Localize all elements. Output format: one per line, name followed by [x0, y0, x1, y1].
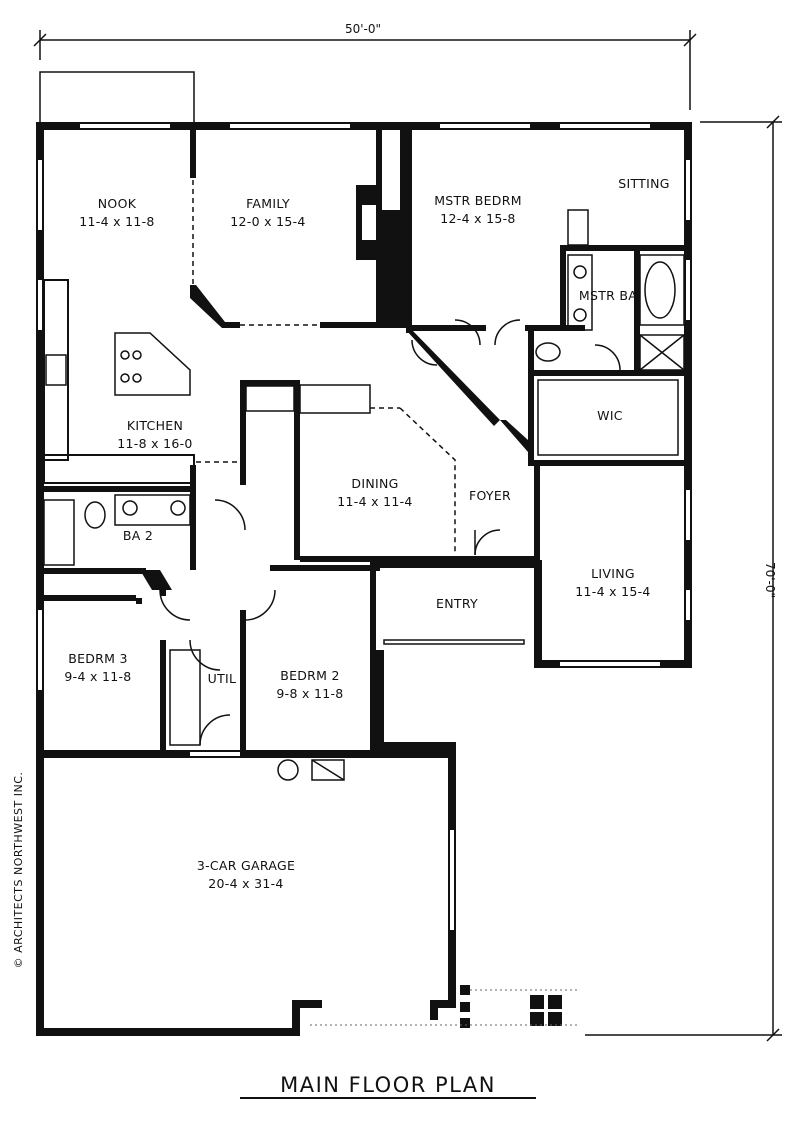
- nook-size: 11-4 x 11-8: [79, 214, 154, 229]
- bath2-name: BA 2: [123, 528, 153, 543]
- plan-title: MAIN FLOOR PLAN: [280, 1073, 496, 1097]
- dining-name: DINING: [351, 476, 398, 491]
- fixtures: [43, 209, 685, 781]
- width-dimension: 50'-0": [33, 22, 697, 110]
- util-name: UTIL: [208, 671, 237, 686]
- family-size: 12-0 x 15-4: [230, 214, 305, 229]
- room-labels: NOOK 11-4 x 11-8 FAMILY 12-0 x 15-4 MSTR…: [64, 176, 669, 891]
- copyright-text: © ARCHITECTS NORTHWEST INC.: [12, 772, 25, 969]
- master-bedroom-size: 12-4 x 15-8: [440, 211, 515, 226]
- family-name: FAMILY: [246, 196, 290, 211]
- garage-size: 20-4 x 31-4: [208, 876, 283, 891]
- master-bath-name: MSTR BA: [579, 288, 637, 303]
- living-size: 11-4 x 15-4: [575, 584, 650, 599]
- foyer-name: FOYER: [469, 488, 511, 503]
- depth-dimension: 70'-0": [585, 115, 782, 1042]
- bedroom2-size: 9-8 x 11-8: [276, 686, 343, 701]
- wic-name: WIC: [597, 408, 623, 423]
- doors: [159, 319, 621, 746]
- patio-pavers: [310, 985, 580, 1028]
- dining-size: 11-4 x 11-4: [337, 494, 412, 509]
- master-bedroom-name: MSTR BEDRM: [434, 193, 522, 208]
- interior-walls: [36, 128, 684, 755]
- windows: [38, 124, 690, 930]
- sitting-name: SITTING: [618, 176, 670, 191]
- width-label: 50'-0": [345, 22, 381, 36]
- garage-name: 3-CAR GARAGE: [197, 858, 295, 873]
- nook-name: NOOK: [98, 196, 137, 211]
- kitchen-size: 11-8 x 16-0: [117, 436, 192, 451]
- entry-name: ENTRY: [436, 596, 478, 611]
- bedroom2-name: BEDRM 2: [280, 668, 340, 683]
- bedroom3-size: 9-4 x 11-8: [64, 669, 131, 684]
- kitchen-name: KITCHEN: [127, 418, 183, 433]
- openings: [192, 180, 456, 555]
- depth-label: 70'-0": [763, 562, 777, 598]
- bedroom3-name: BEDRM 3: [68, 651, 128, 666]
- living-name: LIVING: [591, 566, 635, 581]
- patio-outline: [39, 71, 195, 125]
